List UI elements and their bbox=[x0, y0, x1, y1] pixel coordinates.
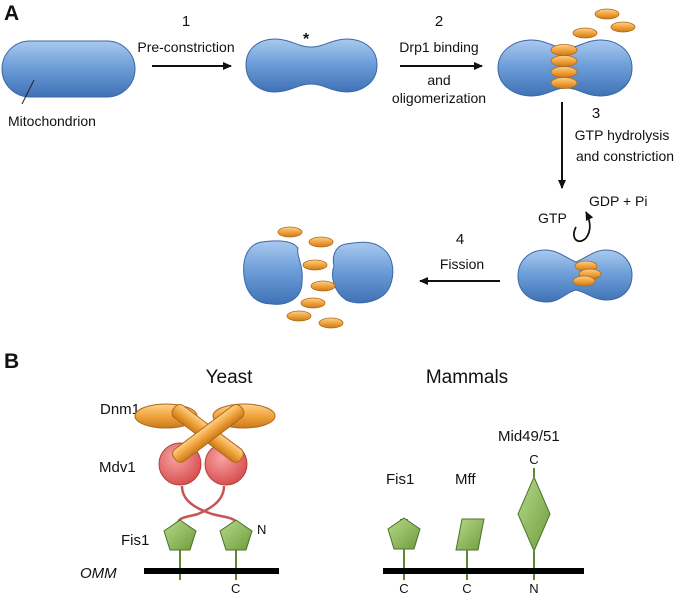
panel-b-label: B bbox=[4, 350, 19, 373]
mid-c-terminus: C bbox=[529, 452, 538, 467]
mitochondrion-pointer bbox=[21, 79, 35, 105]
drp1-free bbox=[572, 8, 636, 39]
step-4-label: Fission bbox=[440, 256, 484, 272]
drp1-released bbox=[277, 226, 344, 329]
mid49-51-label: Mid49/51 bbox=[498, 428, 560, 445]
dnm1-label: Dnm1 bbox=[100, 401, 140, 418]
step-3-number: 3 bbox=[592, 105, 600, 122]
mammals-heading: Mammals bbox=[426, 367, 508, 388]
mammal-fis1-label: Fis1 bbox=[386, 471, 414, 488]
mammal-fis1 bbox=[387, 517, 421, 550]
mid49-51-protein bbox=[517, 475, 551, 553]
step-1-label: Pre-constriction bbox=[137, 39, 234, 55]
omm-label: OMM bbox=[80, 565, 117, 582]
asterisk: * bbox=[303, 31, 310, 48]
step-1-number: 1 bbox=[182, 13, 190, 30]
daughter-mitochondrion-left bbox=[243, 240, 303, 305]
yeast-fis1-c-terminus: C bbox=[231, 581, 240, 596]
yeast-heading: Yeast bbox=[206, 367, 254, 388]
gtp-label: GTP bbox=[538, 210, 567, 226]
yeast-fis1-left bbox=[163, 519, 197, 551]
mff-label: Mff bbox=[455, 471, 476, 488]
step-2-number: 2 bbox=[435, 13, 443, 30]
step-3-label-line-2: and constriction bbox=[576, 148, 674, 164]
drp1-ring bbox=[550, 44, 578, 89]
mid-n-terminus: N bbox=[529, 581, 538, 596]
step-3-label-line-1: GTP hydrolysis bbox=[575, 127, 670, 143]
daughter-mitochondrion-right bbox=[332, 241, 394, 304]
step-2-label-line-1: Drp1 binding bbox=[399, 39, 478, 55]
mitochondrion-label: Mitochondrion bbox=[8, 113, 96, 129]
yeast-fis1-n-terminus: N bbox=[257, 522, 266, 537]
mff-protein bbox=[455, 518, 485, 551]
panel-a-label: A bbox=[4, 2, 19, 25]
mdv1-label: Mdv1 bbox=[99, 459, 136, 476]
yeast-fis1-right bbox=[219, 519, 253, 551]
gtp-hydrolysis-arrow bbox=[573, 211, 594, 243]
mff-c-terminus: C bbox=[462, 581, 471, 596]
step-2-label-line-2: and bbox=[427, 72, 450, 88]
yeast-fis1-label: Fis1 bbox=[121, 532, 149, 549]
drp1-constricted-ring bbox=[572, 260, 602, 287]
step-2-label-line-3: oligomerization bbox=[392, 90, 486, 106]
step-4-number: 4 bbox=[456, 231, 464, 248]
dnm1-dimer bbox=[134, 403, 276, 463]
gdp-pi-label: GDP + Pi bbox=[589, 193, 648, 209]
mitochondrion-preconstricted bbox=[245, 38, 378, 93]
mammal-fis1-c-terminus: C bbox=[399, 581, 408, 596]
mitochondrion-intact bbox=[1, 40, 136, 98]
mitochondrion-constricted bbox=[517, 249, 633, 303]
